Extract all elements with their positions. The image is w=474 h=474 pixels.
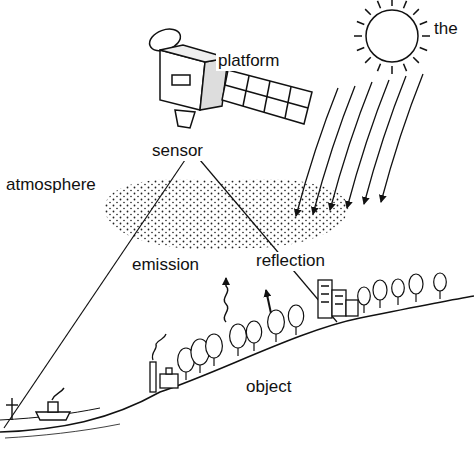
- boat: [6, 388, 70, 420]
- platform-label: platform: [216, 52, 281, 71]
- atmosphere-cloud: [105, 179, 348, 250]
- atmosphere-label: atmosphere: [4, 176, 98, 195]
- incoming-radiation: [296, 74, 423, 216]
- emission-arrow: [224, 278, 227, 322]
- sun-label: the: [432, 20, 460, 39]
- emission-label: emission: [130, 256, 201, 275]
- object-label: object: [244, 378, 293, 397]
- satellite: [147, 25, 312, 128]
- buildings: [318, 280, 358, 318]
- sensor-label: sensor: [150, 142, 205, 161]
- reflection-label: reflection: [254, 252, 327, 271]
- trees: [178, 273, 447, 380]
- factory: [150, 334, 178, 392]
- ground-line: [0, 296, 474, 432]
- sun: [354, 0, 430, 74]
